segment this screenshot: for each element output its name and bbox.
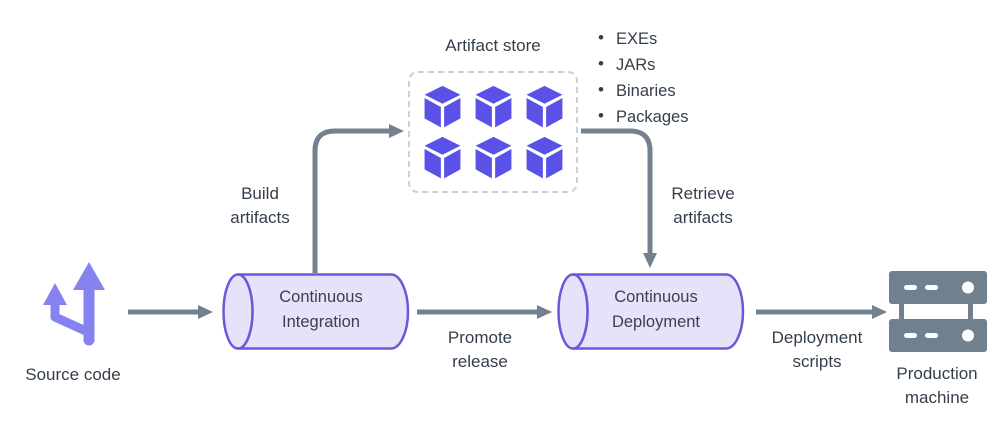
cube-icon — [424, 85, 460, 127]
source-code-label: Source code — [25, 365, 121, 384]
cube-icon — [526, 136, 562, 178]
cube-icon — [526, 85, 562, 127]
promote-release-label: Promote release — [447, 328, 513, 371]
list-item: JARs — [596, 51, 688, 78]
list-item: Packages — [596, 103, 688, 130]
artifact-store-box — [408, 71, 578, 193]
server-stack-icon — [889, 271, 987, 352]
cd-cylinder — [557, 273, 745, 350]
git-branch-icon — [43, 262, 105, 346]
retrieve-artifacts-arrow — [581, 128, 653, 254]
cube-icon — [475, 85, 511, 127]
build-artifacts-arrow — [312, 128, 390, 273]
cd-label: Continuous Deployment — [611, 288, 701, 331]
production-machine-label: Production machine — [896, 364, 978, 407]
list-item: EXEs — [596, 25, 688, 52]
ci-cylinder — [222, 273, 410, 350]
list-item: Binaries — [596, 77, 688, 104]
artifact-store-title: Artifact store — [445, 36, 541, 55]
cube-icon — [475, 136, 511, 178]
retrieve-artifacts-label: Retrieve artifacts — [671, 184, 735, 227]
build-artifacts-label: Build artifacts — [230, 184, 290, 227]
cube-icon — [424, 136, 460, 178]
artifact-types-list: EXEs JARs Binaries Packages — [596, 25, 688, 130]
deployment-scripts-label: Deployment scripts — [771, 328, 863, 371]
ci-label: Continuous Integration — [279, 288, 363, 331]
